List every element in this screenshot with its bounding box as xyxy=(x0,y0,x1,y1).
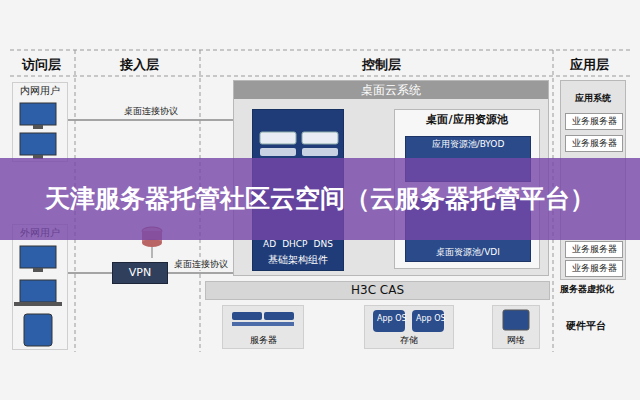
node-box: 网络 xyxy=(492,305,540,349)
title-text: 天津服务器托管社区云空间（云服务器托管平台） xyxy=(20,183,620,214)
node-text: 业务服务器 xyxy=(572,263,617,274)
server-icons xyxy=(260,132,338,156)
node-box: H3C CAS xyxy=(205,281,550,300)
connector-line xyxy=(68,119,233,120)
node-box: 业务服务器 xyxy=(565,113,623,130)
edge-label: 桌面连接协议 xyxy=(172,259,230,270)
connector-line xyxy=(168,272,233,273)
layer-heading: 接入层 xyxy=(120,57,159,73)
side-label: 服务器虚拟化 xyxy=(560,284,614,295)
connector-line xyxy=(68,272,112,273)
node-box: 存储 xyxy=(364,305,454,349)
node-text: DNS xyxy=(314,239,333,250)
title-banner: 天津服务器托管社区云空间（云服务器托管平台） xyxy=(0,158,640,240)
side-label: App OS xyxy=(416,314,446,324)
side-label: 硬件平台 xyxy=(566,320,606,332)
layer-heading: 应用层 xyxy=(570,57,609,73)
node-text: DHCP xyxy=(282,239,307,250)
node-text: 应用资源池/BYOD xyxy=(432,139,505,150)
node-box: 内网用户 xyxy=(12,82,68,162)
node-text: H3C CAS xyxy=(351,283,404,297)
node-box: 外网用户 xyxy=(12,224,68,350)
node-text: VPN xyxy=(129,266,151,279)
connector xyxy=(168,273,233,274)
node-box: 业务服务器 xyxy=(565,260,623,277)
node-text: 服务器 xyxy=(250,335,277,346)
node-text: 业务服务器 xyxy=(572,138,617,149)
side-label: App OS xyxy=(377,314,407,324)
layer-heading: 控制层 xyxy=(362,57,401,73)
node-text: 桌面资源池/VDI xyxy=(436,247,500,258)
node-box: VPN xyxy=(112,262,168,284)
node-text: 业务服务器 xyxy=(572,244,617,255)
node-text: AD xyxy=(263,239,276,250)
node-box: 业务服务器 xyxy=(565,241,623,258)
node-text: 基础架构组件 xyxy=(268,254,328,266)
hardware-icons xyxy=(232,310,529,332)
node-text: 业务服务器 xyxy=(572,116,617,127)
node-text: 内网用户 xyxy=(20,85,60,97)
connector xyxy=(68,120,233,121)
node-box: 业务服务器 xyxy=(565,135,623,152)
layer-dividers xyxy=(10,50,630,352)
node-text: 应用系统 xyxy=(575,93,611,104)
component-row: AD DHCP DNS xyxy=(263,239,333,250)
node-text: 桌面/应用资源池 xyxy=(426,113,507,126)
node-box: 服务器 xyxy=(222,305,304,349)
node-text: 存储 xyxy=(400,335,418,346)
node-text: 网络 xyxy=(507,335,525,346)
edge-label: 桌面连接协议 xyxy=(122,106,180,117)
node-text: 桌面云系统 xyxy=(234,81,548,99)
connector xyxy=(68,273,112,274)
layer-heading: 访问层 xyxy=(22,57,61,73)
